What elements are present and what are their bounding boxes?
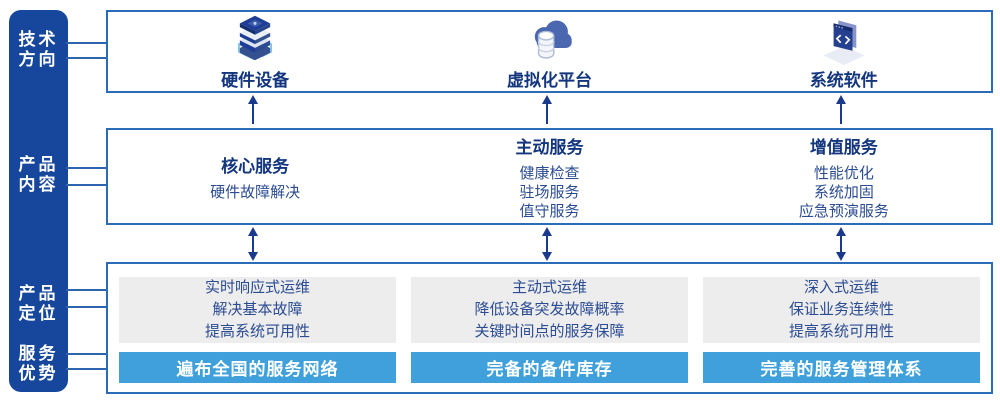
service-heading: 核心服务 (221, 156, 290, 176)
positioning-line: 主动式运维 (511, 279, 587, 296)
tech-item-hardware: 硬件设备 (108, 12, 402, 91)
connector-line (66, 57, 107, 59)
connector-line (66, 167, 107, 169)
service-heading: 增值服务 (809, 137, 878, 157)
positioning-line: 保证业务连续性 (788, 301, 894, 318)
positioning-line: 深入式运维 (803, 279, 879, 296)
position-row: 实时响应式运维 解决基本故障 提高系统可用性 遍布全国的服务网络 主动式运维 降… (108, 264, 991, 392)
tech-item-label: 系统软件 (809, 71, 878, 90)
service-item: 系统加固 (813, 183, 874, 201)
tech-direction-panel: 硬件设备 虚拟化平台 (106, 10, 993, 93)
category-sidebar (9, 10, 68, 392)
arrow-up-icon (248, 95, 258, 124)
positioning-line: 实时响应式运维 (204, 279, 310, 296)
service-item: 硬件故障解决 (210, 183, 301, 201)
arrow-up-icon (542, 95, 552, 124)
advantage-bar: 遍布全国的服务网络 (119, 352, 396, 383)
position-col-deep: 深入式运维 保证业务连续性 提高系统可用性 完善的服务管理体系 (703, 277, 980, 383)
positioning-line: 解决基本故障 (212, 301, 303, 318)
service-item: 驻场服务 (519, 183, 580, 201)
arrow-up-down-icon (836, 227, 846, 261)
connector-line (66, 353, 107, 355)
tech-item-label: 虚拟化平台 (506, 71, 592, 90)
service-item: 应急预演服务 (798, 202, 889, 220)
connector-line (66, 306, 107, 308)
positioning-line: 降低设备突发故障概率 (474, 301, 625, 318)
advantage-bar: 完善的服务管理体系 (703, 352, 980, 383)
service-item: 性能优化 (813, 164, 874, 182)
content-col-value-added-service: 增值服务 性能优化 系统加固 应急预演服务 (697, 130, 991, 223)
positioning-line: 提高系统可用性 (204, 323, 310, 340)
service-item: 值守服务 (519, 202, 580, 220)
positioning-box: 实时响应式运维 解决基本故障 提高系统可用性 (119, 277, 396, 343)
tech-item-label: 硬件设备 (221, 71, 290, 90)
service-item: 健康检查 (519, 164, 580, 182)
arrow-up-icon (836, 95, 846, 124)
arrow-up-down-icon (542, 227, 552, 261)
advantage-bar: 完备的备件库存 (411, 352, 688, 383)
positioning-box: 主动式运维 降低设备突发故障概率 关键时间点的服务保障 (411, 277, 688, 343)
cloud-database-icon (535, 20, 573, 59)
sidebar-label-line: 服务 (18, 344, 59, 363)
position-col-proactive: 主动式运维 降低设备突发故障概率 关键时间点的服务保障 完备的备件库存 (411, 277, 688, 383)
sidebar-label-line: 内容 (18, 175, 59, 194)
positioning-box: 深入式运维 保证业务连续性 提高系统可用性 (703, 277, 980, 343)
content-col-core-service: 核心服务 硬件故障解决 (108, 130, 402, 223)
sidebar-label-line: 方向 (18, 50, 59, 69)
sidebar-label-line: 技术 (18, 30, 59, 49)
connector-line (66, 289, 107, 291)
code-window-icon (822, 20, 865, 65)
sidebar-label-line: 优势 (18, 364, 59, 383)
tech-item-system-software: 系统软件 (697, 12, 991, 91)
product-positioning-panel: 实时响应式运维 解决基本故障 提高系统可用性 遍布全国的服务网络 主动式运维 降… (106, 262, 993, 394)
product-content-panel: 核心服务 硬件故障解决 主动服务 健康检查 驻场服务 值守服务 增值服务 性能优… (106, 128, 993, 225)
positioning-line: 提高系统可用性 (788, 323, 894, 340)
sidebar-item-tech-direction: 技术 方向 (9, 30, 68, 70)
connector-line (66, 368, 107, 370)
sidebar-label-line: 产品 (18, 284, 59, 303)
content-col-proactive-service: 主动服务 健康检查 驻场服务 值守服务 (402, 130, 696, 223)
server-stack-icon (238, 15, 273, 61)
sidebar-label-line: 定位 (18, 304, 59, 323)
service-heading: 主动服务 (515, 137, 584, 157)
sidebar-item-product-content: 产品 内容 (9, 155, 68, 195)
sidebar-label-line: 产品 (18, 155, 59, 174)
sidebar-item-service-advantage: 服务 优势 (9, 344, 68, 384)
connector-line (66, 184, 107, 186)
content-row: 核心服务 硬件故障解决 主动服务 健康检查 驻场服务 值守服务 增值服务 性能优… (108, 130, 991, 223)
position-col-realtime: 实时响应式运维 解决基本故障 提高系统可用性 遍布全国的服务网络 (119, 277, 396, 383)
sidebar-item-product-positioning: 产品 定位 (9, 284, 68, 324)
arrow-up-down-icon (248, 227, 258, 261)
connector-line (66, 42, 107, 44)
tech-item-virtualization: 虚拟化平台 (402, 12, 696, 91)
tech-row: 硬件设备 虚拟化平台 (108, 12, 991, 91)
positioning-line: 关键时间点的服务保障 (474, 323, 625, 340)
